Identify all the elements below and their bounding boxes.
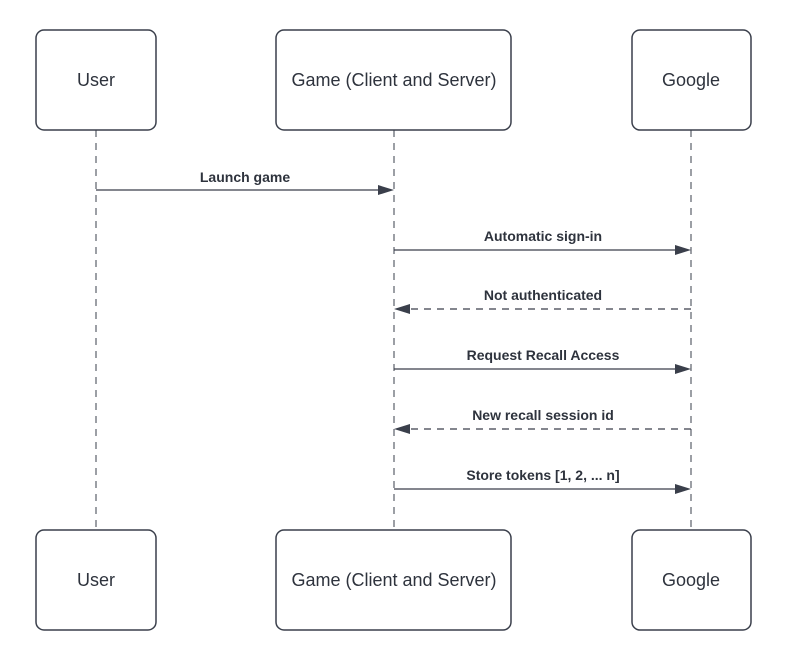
message-request-recall-access[interactable]: Request Recall Access [394,347,691,374]
participant-top-game[interactable]: Game (Client and Server) [275,29,512,131]
arrowhead-right-icon [378,185,394,195]
message-store-tokens[interactable]: Store tokens [1, 2, ... n] [394,467,691,494]
message-label: Store tokens [1, 2, ... n] [466,467,619,483]
participant-label: Google [662,570,720,590]
arrowhead-right-icon [675,364,691,374]
participant-label: Game (Client and Server) [291,570,496,590]
message-new-recall-session-id[interactable]: New recall session id [394,407,691,434]
participant-label: User [77,570,115,590]
arrowhead-left-icon [394,304,410,314]
participant-label: Google [662,70,720,90]
participant-label: User [77,70,115,90]
message-label: New recall session id [472,407,614,423]
participant-top-google[interactable]: Google [631,29,752,131]
message-label: Launch game [200,169,290,185]
message-launch-game[interactable]: Launch game [96,169,394,195]
message-label: Request Recall Access [467,347,620,363]
message-label: Not authenticated [484,287,602,303]
participant-label: Game (Client and Server) [291,70,496,90]
arrowhead-right-icon [675,484,691,494]
message-automatic-sign-in[interactable]: Automatic sign-in [394,228,691,255]
participant-bottom-user[interactable]: User [35,529,157,631]
message-label: Automatic sign-in [484,228,602,244]
participant-bottom-game[interactable]: Game (Client and Server) [275,529,512,631]
participant-bottom-google[interactable]: Google [631,529,752,631]
participant-top-user[interactable]: User [35,29,157,131]
arrowhead-left-icon [394,424,410,434]
arrowhead-right-icon [675,245,691,255]
message-not-authenticated[interactable]: Not authenticated [394,287,691,314]
